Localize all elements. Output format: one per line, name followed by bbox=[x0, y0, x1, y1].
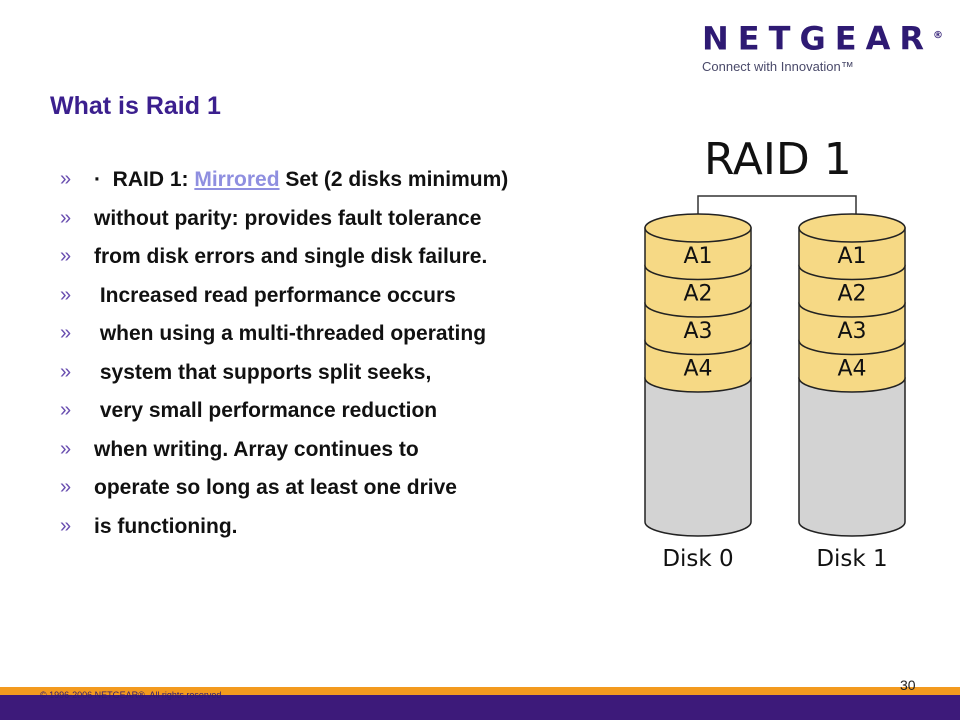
bullet-text: · RAID 1: Mirrored Set (2 disks minimum) bbox=[94, 168, 508, 192]
bullet-item: » system that supports split seeks, bbox=[60, 361, 640, 400]
bullet-text: without parity: provides fault tolerance bbox=[94, 206, 482, 230]
bullet-item: » very small performance reduction bbox=[60, 399, 640, 438]
bullet-text: when using a multi-threaded operating bbox=[94, 322, 487, 345]
raid1-svg: RAID 1 A4 A3 A2 A1 A4 A3 A2 A1 Disk 0 Disk 1 bbox=[644, 134, 906, 572]
bullet-text: when writing. Array continues to bbox=[94, 437, 419, 461]
brand-tagline: Connect with Innovation™ bbox=[702, 58, 854, 74]
disk-body bbox=[798, 377, 906, 537]
block-label: A2 bbox=[837, 281, 866, 306]
bullet-text-after: Set (2 disks minimum) bbox=[279, 168, 509, 191]
bullet-text: Increased read performance occurs bbox=[94, 283, 456, 307]
brand-registered-mark: ® bbox=[933, 30, 943, 41]
bullet-text: very small performance reduction bbox=[94, 399, 438, 422]
block-label: A3 bbox=[683, 319, 712, 344]
disk-0: A4 A3 A2 A1 bbox=[644, 213, 752, 537]
mirrored-link[interactable]: Mirrored bbox=[194, 168, 280, 191]
bullet-text: operate so long as at least one drive bbox=[94, 476, 457, 499]
disk-0-label: Disk 0 bbox=[662, 546, 733, 572]
bullet-marker: » bbox=[60, 206, 72, 229]
block-label: A4 bbox=[683, 356, 712, 381]
footer-bar bbox=[0, 695, 960, 720]
bullet-marker: » bbox=[60, 437, 72, 460]
block-label: A1 bbox=[837, 244, 866, 269]
bullet-text: system that supports split seeks, bbox=[94, 360, 432, 384]
page-number: 30 bbox=[900, 677, 916, 693]
bullet-marker: » bbox=[60, 476, 72, 498]
disk-top bbox=[798, 213, 906, 243]
bullet-item: » is functioning. bbox=[60, 515, 640, 554]
bullet-text: from disk errors and single disk failure… bbox=[94, 245, 488, 268]
bullet-text: is functioning. bbox=[94, 514, 238, 538]
raid1-diagram: RAID 1 A4 A3 A2 A1 A4 A3 A2 A1 Disk 0 Disk 1 bbox=[620, 130, 950, 590]
block-label: A4 bbox=[837, 356, 866, 381]
bullet-marker: » bbox=[60, 360, 72, 383]
disk-1: A4 A3 A2 A1 bbox=[798, 213, 906, 537]
bullet-item: » · RAID 1: Mirrored Set (2 disks minimu… bbox=[60, 168, 640, 207]
bullet-item: » without parity: provides fault toleran… bbox=[60, 207, 640, 246]
bullet-marker: » bbox=[60, 322, 72, 344]
bullet-item: » when using a multi-threaded operating bbox=[60, 322, 640, 361]
bullet-list: » · RAID 1: Mirrored Set (2 disks minimu… bbox=[60, 168, 640, 553]
bullet-item: » from disk errors and single disk failu… bbox=[60, 245, 640, 284]
bullet-marker: » bbox=[60, 283, 72, 306]
bullet-text-before: · RAID 1: bbox=[94, 168, 195, 191]
bullet-marker: » bbox=[60, 514, 72, 537]
disk-top bbox=[644, 213, 752, 243]
disk-1-label: Disk 1 bbox=[816, 546, 887, 572]
bullet-item: » Increased read performance occurs bbox=[60, 284, 640, 323]
block-label: A3 bbox=[837, 319, 866, 344]
netgear-logo: NETGEAR® Connect with Innovation™ bbox=[702, 18, 943, 74]
bullet-item: » operate so long as at least one drive bbox=[60, 476, 640, 515]
bullet-item: » when writing. Array continues to bbox=[60, 438, 640, 477]
block-label: A1 bbox=[683, 244, 712, 269]
copyright-text: © 1996-2006 NETGEAR®. All rights reserve… bbox=[40, 690, 222, 700]
block-label: A2 bbox=[683, 281, 712, 306]
diagram-title: RAID 1 bbox=[704, 134, 852, 185]
brand-name: NETGEAR bbox=[702, 19, 933, 58]
bullet-marker: » bbox=[60, 399, 72, 421]
slide-title: What is Raid 1 bbox=[50, 92, 221, 120]
bullet-marker: » bbox=[60, 168, 72, 190]
footer-stripe bbox=[0, 687, 960, 695]
disk-body bbox=[644, 377, 752, 537]
bullet-marker: » bbox=[60, 245, 72, 267]
mirror-bracket bbox=[697, 195, 857, 222]
